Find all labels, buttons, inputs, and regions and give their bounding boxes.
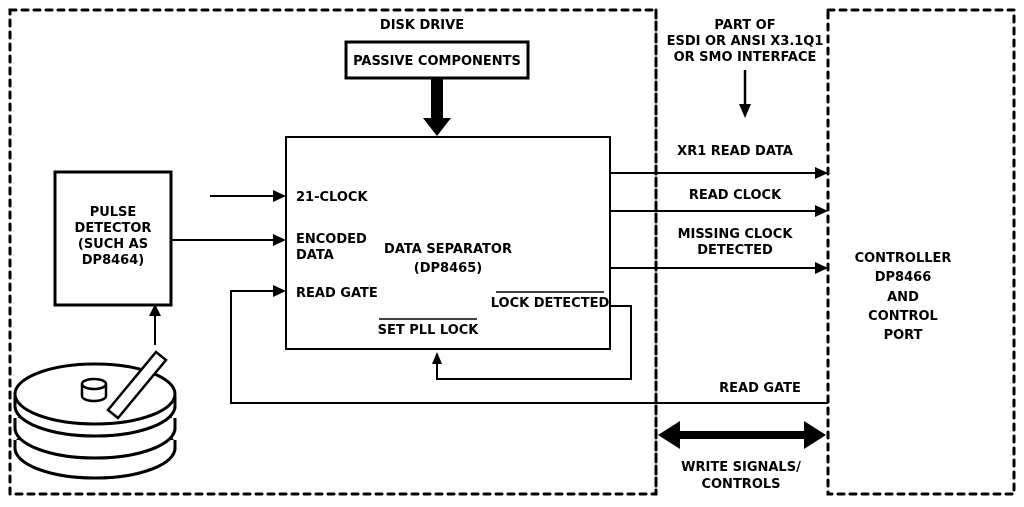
pin-clock-input: 21-CLOCK [296,190,368,205]
controller-line-4: CONTROL [868,309,938,324]
write-signals-arrow [658,421,826,449]
write-signals-line-2: CONTROLS [701,477,780,492]
clock-input-arrow [210,190,286,202]
data-separator-part: (DP8465) [414,261,482,276]
pin-lock-detected: LOCK DETECTED [491,296,610,311]
lock-feedback-loop [432,305,632,380]
pulse-detector-line-4: DP8464) [82,253,144,268]
read-clock-arrow [610,205,828,217]
signal-missing-clock-line-2: DETECTED [697,243,773,258]
read-gate-feedback-arrow [230,285,828,404]
pulse-detector-line-3: (SUCH AS [78,237,148,252]
pin-set-pll-lock: SET PLL LOCK [378,323,480,338]
disk-drive-title: DISK DRIVE [380,18,464,33]
pulse-detector-line-1: PULSE [90,205,137,220]
disk-platter-icon [13,362,177,480]
signal-read-clock-label: READ CLOCK [689,188,782,203]
interface-note-line-2: ESDI OR ANSI X3.1Q1 [667,34,824,49]
controller-line-2: DP8466 [875,270,932,285]
interface-note-line-3: OR SMO INTERFACE [674,50,817,65]
write-signals-line-1: WRITE SIGNALS/ [681,460,801,475]
data-separator-box [285,136,611,350]
read-head-icon [106,304,168,420]
pin-read-gate: READ GATE [296,286,378,301]
pulse-detector-box [53,170,173,307]
interface-down-arrow [739,70,751,118]
passive-components-arrow [423,78,451,136]
signal-read-gate-label: READ GATE [719,381,801,396]
controller-line-1: CONTROLLER [855,251,952,266]
encoded-data-arrow [171,234,286,246]
controller-line-3: AND [887,290,919,305]
pin-encoded-data-line-1: ENCODED [296,232,367,247]
passive-components-label: PASSIVE COMPONENTS [353,54,521,69]
signal-read-data-label: XR1 READ DATA [677,144,793,159]
signal-missing-clock-line-1: MISSING CLOCK [678,227,794,242]
interface-note-line-1: PART OF [714,18,775,33]
controller-line-5: PORT [884,328,923,343]
missing-clock-arrow [610,262,828,274]
read-data-arrow [610,167,828,179]
data-separator-label: DATA SEPARATOR [384,242,512,257]
controller-region [826,8,1016,496]
pulse-detector-line-2: DETECTOR [75,221,152,236]
pin-encoded-data-line-2: DATA [296,248,334,263]
